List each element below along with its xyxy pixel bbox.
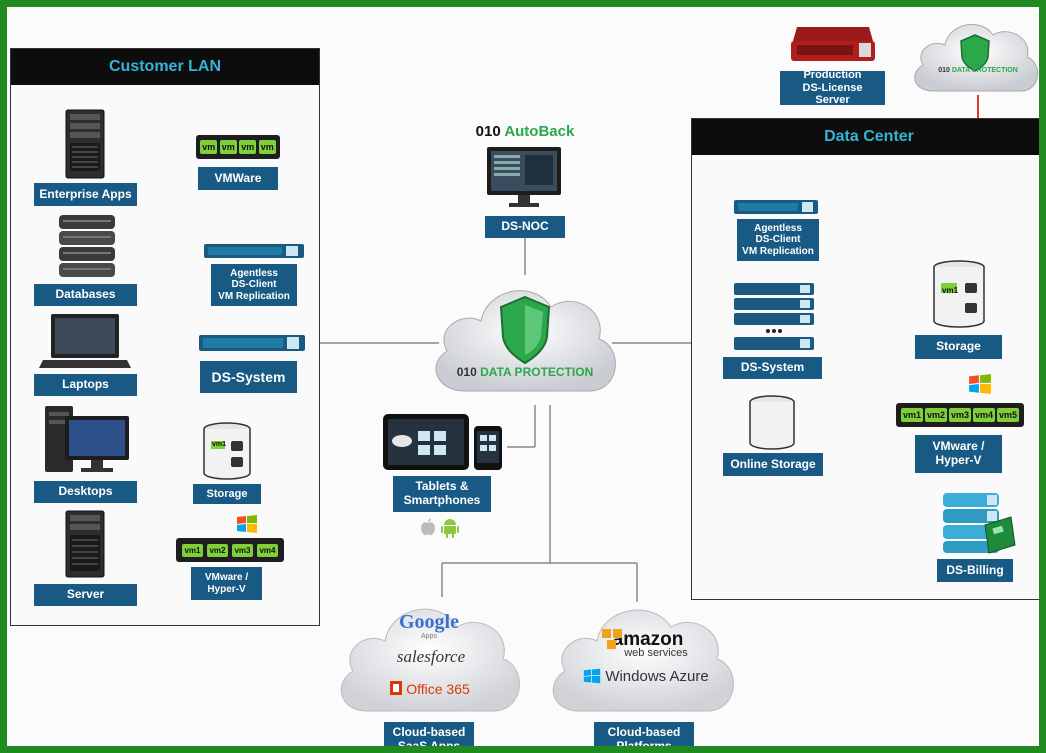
vm-tag: vm2	[924, 408, 947, 422]
database-icon	[59, 215, 115, 277]
vm-tag: vm2	[207, 543, 228, 557]
dc-windows-logo-icon	[969, 374, 991, 394]
lan-vmware-label: VMWare	[198, 167, 278, 190]
enterprise-apps-label: Enterprise Apps	[34, 183, 137, 206]
dc-storage-vm-tag: vm1	[942, 286, 959, 295]
lan-hyperv-rack: vm1 vm2 vm3 vm4	[176, 538, 284, 562]
tablet-icon	[383, 414, 469, 470]
dc-storage-label: Storage	[915, 335, 1002, 359]
server-label: Server	[34, 584, 137, 606]
top-cloud-title: 010 DATA PROTECTION	[938, 67, 1018, 74]
enterprise-server-icon	[65, 109, 105, 179]
laptop-icon	[39, 314, 131, 368]
lan-storage-label: Storage	[193, 484, 261, 504]
dc-agentless-appliance-icon	[734, 200, 818, 214]
lan-agentless-appliance-icon	[204, 244, 304, 258]
vm-tag: vm1	[900, 408, 923, 422]
monitor-icon	[487, 147, 561, 207]
autoback-title: 010 AutoBack	[475, 123, 575, 140]
vm-tag: vm5	[996, 408, 1019, 422]
server-tower-icon	[65, 510, 105, 578]
main-cloud-title: 010 DATA PROTECTION	[456, 365, 594, 379]
laptops-label: Laptops	[34, 374, 137, 396]
tablets-label: Tablets &Smartphones	[393, 476, 491, 512]
dc-hyperv-rack: vm1 vm2 vm3 vm4 vm5	[896, 403, 1024, 427]
license-server-icon	[791, 27, 875, 61]
platforms-cloud	[552, 609, 734, 712]
android-icon	[441, 519, 459, 538]
saas-cloud	[340, 608, 520, 712]
databases-label: Databases	[34, 284, 137, 306]
vm-tag: vm	[258, 140, 276, 154]
google-apps-sub: Apps	[421, 633, 437, 640]
lan-hyperv-label: VMware /Hyper-V	[191, 567, 262, 600]
top-cloud-icon	[914, 24, 1039, 92]
apple-icon	[421, 518, 435, 536]
amazon-web-services-sub: web services	[624, 647, 688, 659]
desktop-icon	[45, 406, 129, 472]
office365-logo: Office 365	[406, 681, 470, 697]
salesforce-logo: salesforce	[396, 647, 466, 666]
dc-storage-icon	[933, 260, 985, 328]
lan-ds-system-label: DS-System	[200, 361, 297, 393]
online-storage-icon	[749, 395, 795, 450]
office-icon	[390, 681, 402, 695]
data-center-header: Data Center	[692, 119, 1039, 155]
amazon-logo: amazon	[612, 629, 684, 650]
lan-ds-system-appliance-icon	[199, 335, 305, 351]
customer-lan-header: Customer LAN	[11, 49, 319, 85]
ds-billing-icon	[943, 493, 1016, 554]
windows-azure-logo: Windows Azure	[605, 668, 709, 685]
vm-tag: vm4	[972, 408, 995, 422]
online-storage-label: Online Storage	[723, 453, 823, 476]
lan-storage-vm-tag: vm1	[212, 441, 227, 448]
vm-tag: vm4	[257, 543, 278, 557]
dc-hyperv-label: VMware /Hyper-V	[915, 435, 1002, 473]
desktops-label: Desktops	[34, 481, 137, 503]
amazon-cubes-icon	[602, 629, 622, 649]
data-protection-cloud	[435, 290, 616, 392]
vm-tag: vm3	[232, 543, 253, 557]
smartphone-icon	[474, 426, 502, 470]
vm-tag: vm3	[948, 408, 971, 422]
ds-billing-label: DS-Billing	[937, 559, 1013, 582]
lan-storage-icon	[203, 422, 251, 480]
lan-vmware-rack: vm vm vm vm	[196, 135, 280, 159]
windows-logo-icon	[237, 515, 257, 533]
vm-tag: vm	[239, 140, 257, 154]
vm-tag: vm	[200, 140, 218, 154]
dc-ds-system-stack-icon	[734, 283, 814, 350]
ds-noc-label: DS-NOC	[485, 216, 565, 238]
dc-ds-system-label: DS-System	[723, 357, 822, 379]
azure-flag-icon	[583, 668, 601, 684]
vm-tag: vm	[219, 140, 237, 154]
vm-tag: vm1	[182, 543, 203, 557]
google-logo: Google	[399, 611, 459, 633]
